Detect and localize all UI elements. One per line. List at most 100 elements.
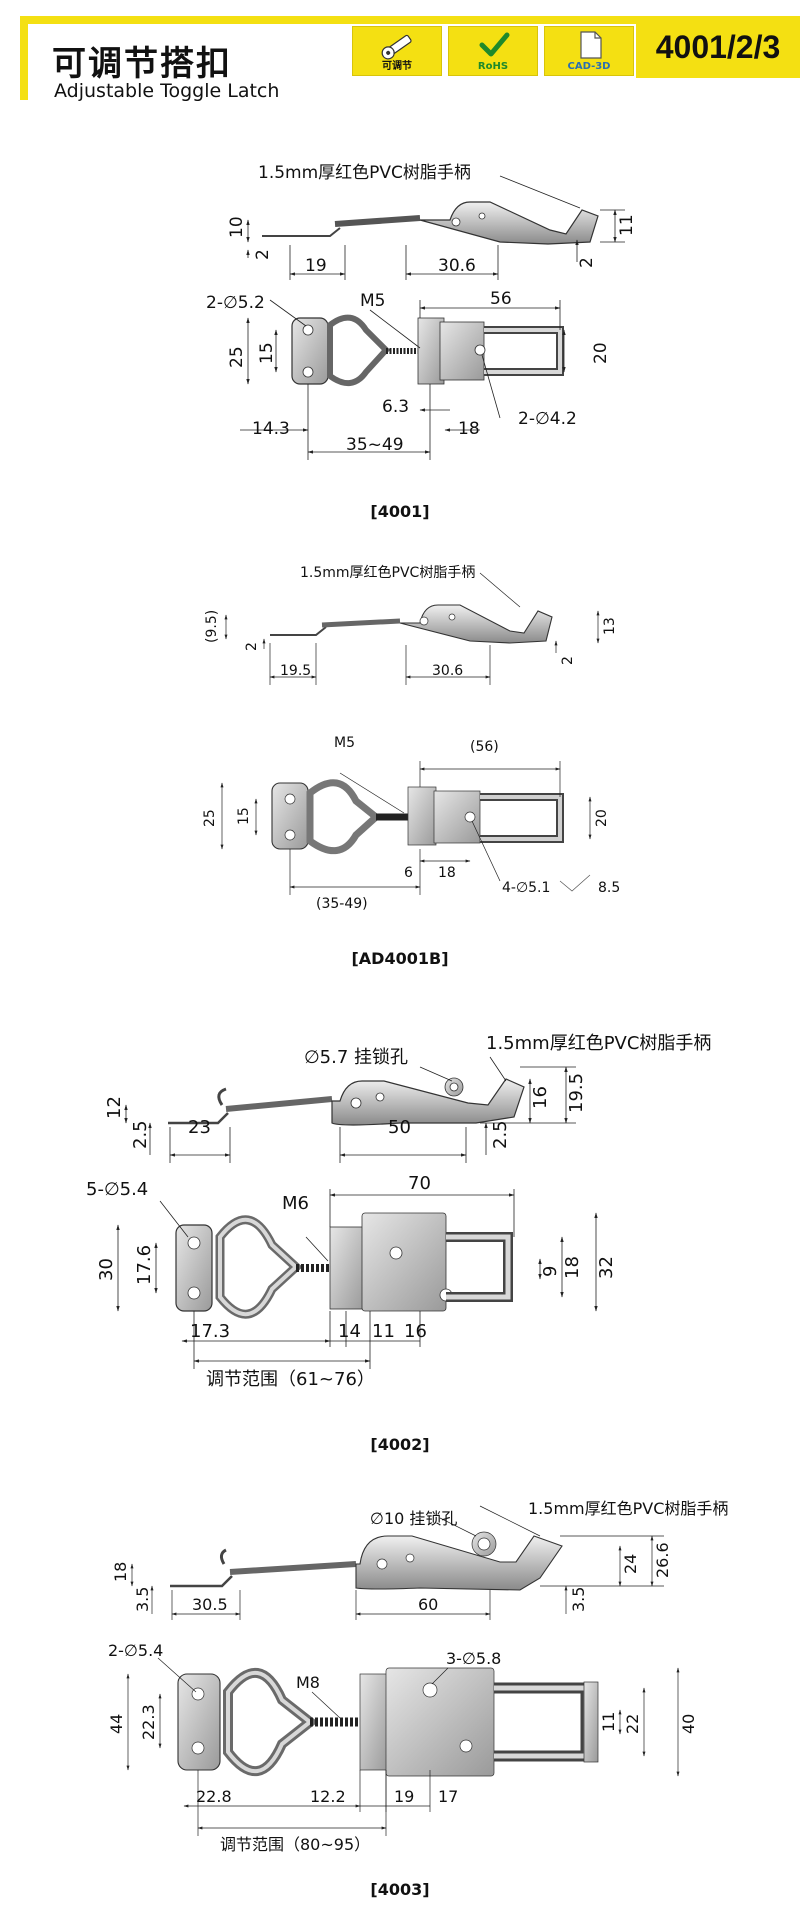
rohs-check-icon xyxy=(479,32,510,57)
dim-label: 3-∅5.8 xyxy=(446,1649,501,1668)
dim-label: 20 xyxy=(594,809,610,827)
dim-label: 2.5 xyxy=(490,1120,511,1149)
dim-label: 25 xyxy=(202,809,218,827)
dim-label: 40 xyxy=(679,1714,698,1734)
caption-4001: [4001] xyxy=(370,502,430,521)
drawing-4001-svg: 1.5mm厚红色PVC树脂手柄 10 2 19 30.6 2 11 2-∅5.2… xyxy=(206,163,637,460)
caption-4003: [4003] xyxy=(370,1880,430,1899)
dim-label: 11 xyxy=(617,214,637,236)
dim-label: 2 xyxy=(560,656,576,665)
dim-label: 18 xyxy=(458,419,480,439)
dim-label: 2-∅4.2 xyxy=(518,409,577,429)
lock-hole-note: ∅5.7 挂锁孔 xyxy=(304,1047,408,1068)
dim-label: 30.6 xyxy=(432,663,463,679)
dim-label: 19 xyxy=(394,1787,414,1806)
dim-label: 2 xyxy=(253,249,273,260)
dim-label: M5 xyxy=(334,735,355,751)
dim-label: 17.3 xyxy=(190,1321,230,1342)
dim-label: 22.8 xyxy=(196,1787,232,1806)
dim-label: 4-∅5.1 xyxy=(502,880,550,896)
dim-label: M5 xyxy=(360,291,385,311)
dim-label: 25 xyxy=(227,346,247,368)
dim-label: 18 xyxy=(111,1562,130,1582)
badge-label: RoHS xyxy=(477,61,509,72)
dim-label: 14 xyxy=(338,1321,361,1342)
badge-adjustable: 可调节 xyxy=(352,26,442,76)
dim-label: 70 xyxy=(408,1173,431,1194)
header-accent-side xyxy=(20,16,28,100)
handle-note: 1.5mm厚红色PVC树脂手柄 xyxy=(528,1499,728,1518)
page-header: 可调节搭扣 Adjustable Toggle Latch 可调节 RoHS C… xyxy=(0,0,800,102)
dim-label: 2-∅5.4 xyxy=(108,1641,163,1660)
dim-label: 19.5 xyxy=(280,663,311,679)
dim-label: 12.2 xyxy=(310,1787,346,1806)
dim-label: 15 xyxy=(257,342,277,364)
drawing-4002-svg: 1.5mm厚红色PVC树脂手柄 ∅5.7 挂锁孔 12 2.5 23 50 2.… xyxy=(86,1033,711,1390)
drawing-4001: 1.5mm厚红色PVC树脂手柄 10 2 19 30.6 2 11 2-∅5.2… xyxy=(0,150,800,530)
dim-label: 6 xyxy=(404,865,413,881)
dim-label: 18 xyxy=(562,1256,583,1279)
dim-label: (9.5) xyxy=(204,610,220,643)
drawing-4003: 1.5mm厚红色PVC树脂手柄 ∅10 挂锁孔 18 3.5 30.5 60 3… xyxy=(0,1478,800,1911)
page-subtitle: Adjustable Toggle Latch xyxy=(54,80,280,102)
dim-label: 30.5 xyxy=(192,1595,228,1614)
handle-note: 1.5mm厚红色PVC树脂手柄 xyxy=(486,1033,711,1054)
dim-label: 13 xyxy=(602,617,618,635)
dim-label: M6 xyxy=(282,1193,309,1214)
header-accent-bar xyxy=(20,16,800,24)
dim-label: 30.6 xyxy=(438,256,476,276)
dim-label: 32 xyxy=(596,1256,617,1279)
dim-label: 2-∅5.2 xyxy=(206,293,265,313)
dim-label: 16 xyxy=(530,1086,551,1109)
dim-label: 3.5 xyxy=(133,1587,152,1612)
dim-label: 3.5 xyxy=(569,1587,588,1612)
dim-label: 2.5 xyxy=(130,1120,151,1149)
dim-label: (56) xyxy=(470,739,499,755)
drawing-ad4001b: 1.5mm厚红色PVC树脂手柄 (9.5) 2 19.5 30.6 13 2 M… xyxy=(0,555,800,975)
dim-label: 30 xyxy=(96,1258,117,1281)
dim-label: 调节范围（80~95） xyxy=(220,1835,370,1854)
caption-4002: [4002] xyxy=(370,1435,430,1454)
dim-label: 2 xyxy=(577,257,597,268)
dim-label: 15 xyxy=(236,807,252,825)
drawing-4002: 1.5mm厚红色PVC树脂手柄 ∅5.7 挂锁孔 12 2.5 23 50 2.… xyxy=(0,1005,800,1454)
dim-label: 23 xyxy=(188,1117,211,1138)
dim-label: 10 xyxy=(227,216,247,238)
dim-label: 8.5 xyxy=(598,880,620,896)
page-title: 可调节搭扣 xyxy=(52,44,232,84)
handle-note: 1.5mm厚红色PVC树脂手柄 xyxy=(258,163,471,183)
drawing-4003-svg: 1.5mm厚红色PVC树脂手柄 ∅10 挂锁孔 18 3.5 30.5 60 3… xyxy=(107,1499,728,1854)
caption-ad4001b: [AD4001B] xyxy=(351,949,449,968)
product-code: 4001/2/3 xyxy=(636,16,800,78)
dim-label: 11 xyxy=(599,1712,618,1732)
dim-label: M8 xyxy=(296,1673,320,1692)
dim-label: 26.6 xyxy=(653,1542,672,1578)
cad-file-icon xyxy=(580,31,602,59)
dim-label: 17 xyxy=(438,1787,458,1806)
dim-label: 11 xyxy=(372,1321,395,1342)
dim-label: 2 xyxy=(244,642,260,651)
dim-label: 22.3 xyxy=(139,1704,158,1740)
dim-label: 16 xyxy=(404,1321,427,1342)
dim-label: 35~49 xyxy=(346,435,404,455)
dim-label: 6.3 xyxy=(382,397,409,417)
dim-label: 18 xyxy=(438,865,456,881)
dim-label: 17.6 xyxy=(134,1245,155,1285)
badge-rohs: RoHS xyxy=(448,26,538,76)
dim-label: 9 xyxy=(540,1266,561,1277)
badge-label: CAD-3D xyxy=(567,61,611,72)
dim-label: 20 xyxy=(591,342,611,364)
lock-hole-note: ∅10 挂锁孔 xyxy=(370,1509,457,1528)
dim-label: 5-∅5.4 xyxy=(86,1179,148,1200)
dim-label: 56 xyxy=(490,289,512,309)
adjustable-icon xyxy=(381,34,412,60)
drawing-ad4001b-svg: 1.5mm厚红色PVC树脂手柄 (9.5) 2 19.5 30.6 13 2 M… xyxy=(202,564,620,912)
dim-label: 调节范围（61~76） xyxy=(206,1369,375,1390)
dim-label: 19 xyxy=(305,256,327,276)
dim-label: 24 xyxy=(621,1554,640,1574)
dim-label: 44 xyxy=(107,1714,126,1734)
dim-label: 12 xyxy=(104,1096,125,1119)
dim-label: 19.5 xyxy=(566,1073,587,1113)
handle-note: 1.5mm厚红色PVC树脂手柄 xyxy=(300,564,475,581)
badge-label: 可调节 xyxy=(382,61,412,72)
